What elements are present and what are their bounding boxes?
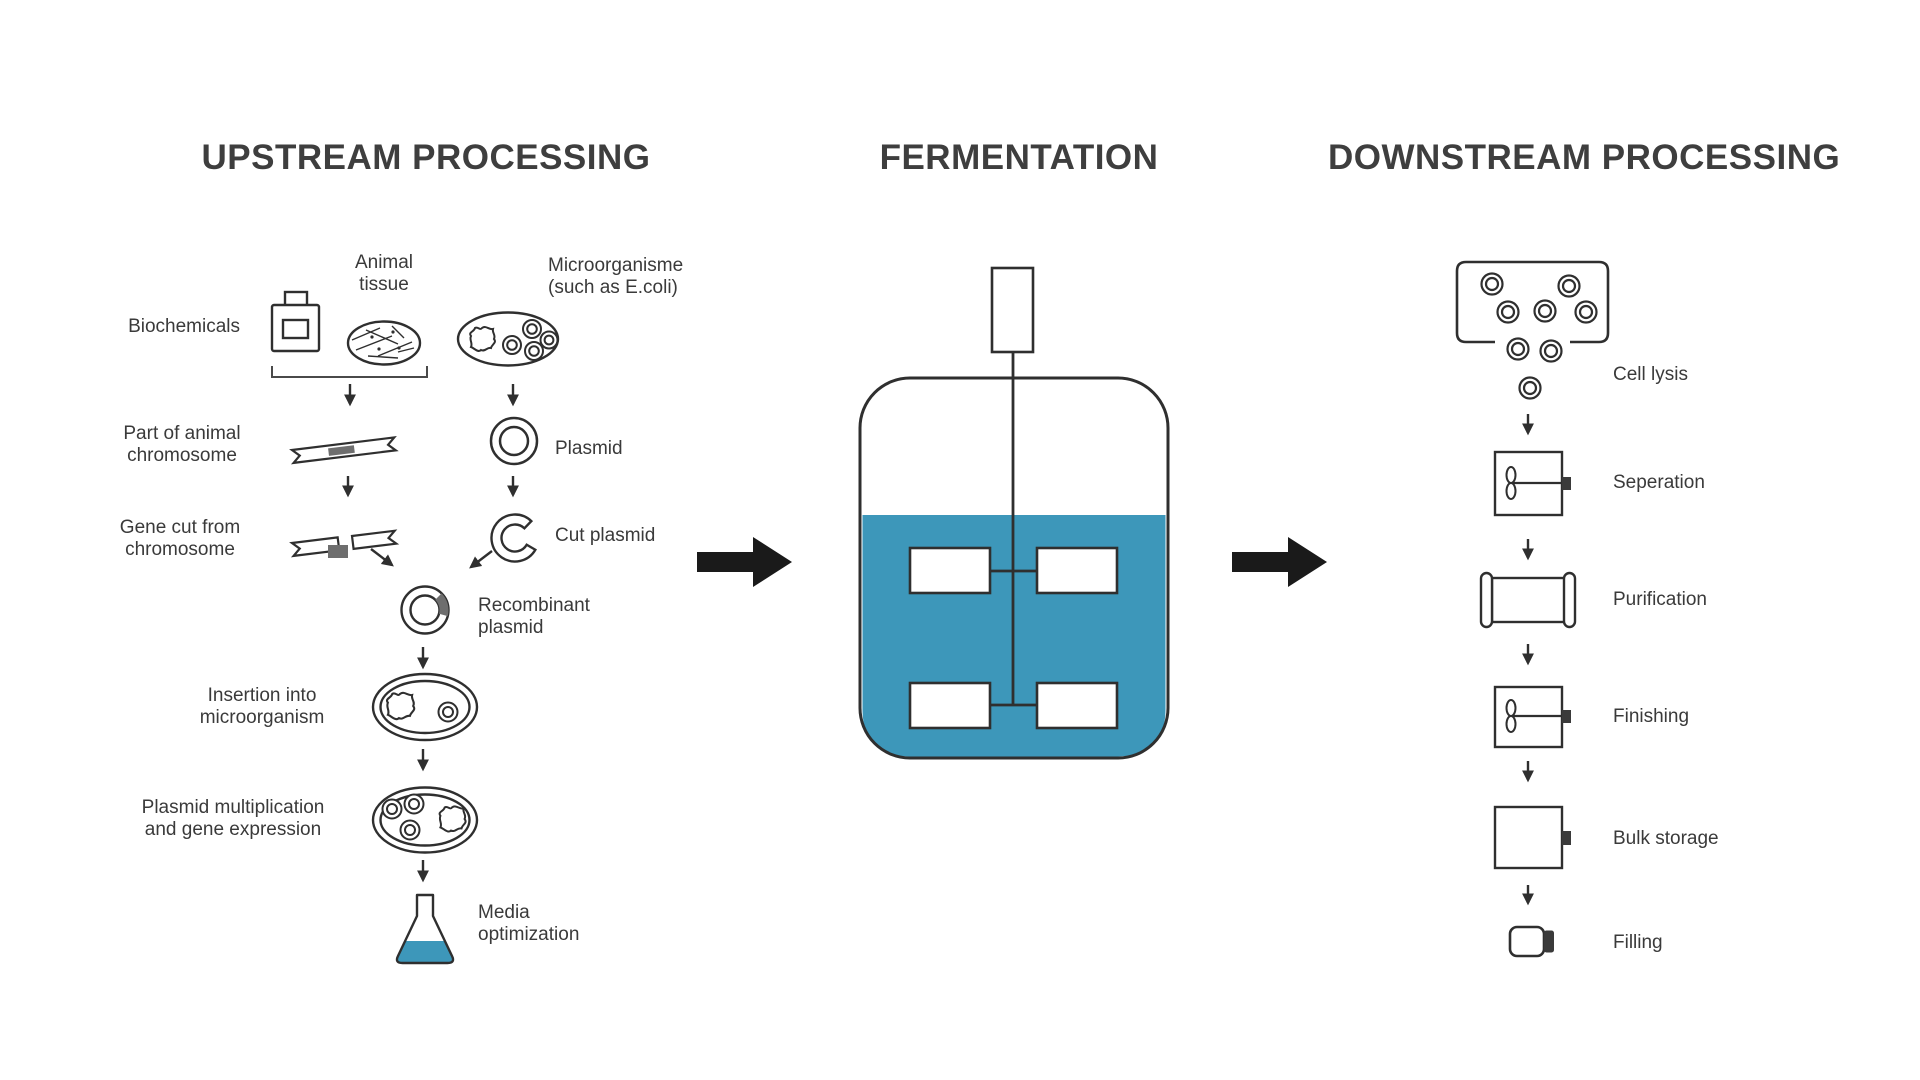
gene-cut-icon [289,529,400,558]
cut-plasmid-label: Cut plasmid [555,525,656,546]
tank-motor [990,266,1035,354]
bulk-storage-icon [1493,805,1571,870]
fermentation-title: FERMENTATION [879,138,1159,177]
separation-label: Seperation [1613,472,1705,493]
microorganisms-label: Microorganisme (such as E.coli) [548,255,684,299]
biochemicals-label: Biochemicals [128,316,240,337]
recombinant-plasmid-label: Recombinant plasmid [478,595,590,639]
multiplication-cell-icon [371,786,479,854]
group-bracket [271,366,428,378]
filling-icon [1508,925,1554,958]
upstream-title: UPSTREAM PROCESSING [201,138,651,177]
tank-impellers [908,546,1119,730]
cell-lysis-label: Cell lysis [1613,364,1688,385]
finishing-label: Finishing [1613,706,1690,727]
filling-label: Filling [1613,932,1663,953]
fermentation-to-downstream-arrow [1232,537,1327,587]
purification-icon [1479,571,1577,629]
upstream-to-fermentation-arrow [697,537,792,587]
animal-tissue-icon [346,320,422,366]
insertion-cell-icon [371,672,479,742]
plasmid-multiplication-label: Plasmid multiplication and gene expressi… [141,797,325,841]
chromosome-icon [289,436,399,465]
cell-lysis-icon [1455,260,1610,400]
insertion-label: Insertion into microorganism [199,685,325,729]
animal-tissue-label: Animal tissue [354,252,414,296]
media-optimization-label: Media optimization [478,902,580,946]
separation-icon [1493,450,1571,517]
downstream-title: DOWNSTREAM PROCESSING [1328,138,1841,177]
plasmid-label: Plasmid [555,438,623,459]
bulk-storage-label: Bulk storage [1613,828,1719,849]
part-of-animal-chromosome-label: Part of animal chromosome [123,423,241,467]
cut-plasmid-icon [490,513,537,563]
upstream-flow-arrows [342,384,519,883]
recombinant-plasmid-icon [400,585,450,635]
plasmid-icon [489,416,539,466]
biochemicals-bottle-icon [270,290,321,353]
finishing-icon [1493,685,1571,749]
flask-icon [395,893,455,965]
purification-label: Purification [1613,589,1707,610]
fermentation-tank [858,266,1170,760]
gene-cut-label: Gene cut from chromosome [119,517,241,561]
microorganism-cell-icon [456,311,560,367]
